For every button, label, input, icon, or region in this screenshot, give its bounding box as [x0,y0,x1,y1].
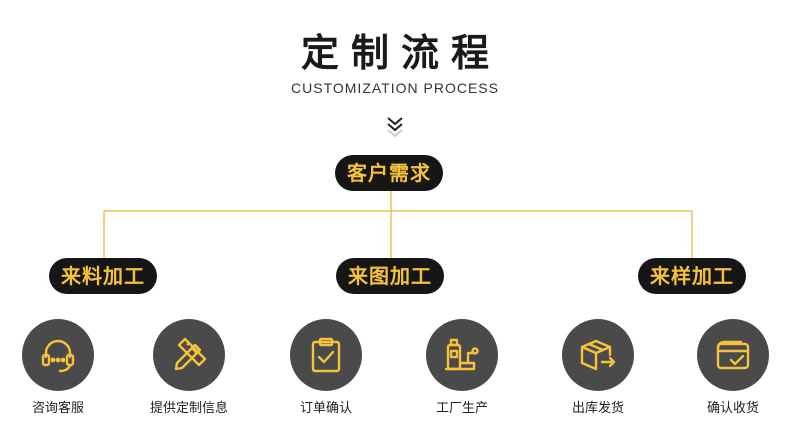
step-circle [290,319,362,391]
step-circle [22,319,94,391]
step-label: 确认收货 [706,401,759,416]
step-label: 工厂生产 [435,401,488,416]
step-circle [426,319,498,391]
step-label: 咨询客服 [31,401,84,416]
pencil-ruler-icon [174,337,207,371]
box-shipping-icon [580,339,616,371]
step-circle [562,319,634,391]
chevron-down-icon [387,117,403,138]
step-label: 出库发货 [571,401,624,416]
page-subtitle: CUSTOMIZATION PROCESS [291,80,499,96]
factory-machine-icon [444,338,479,371]
step-circle [153,319,225,391]
step-circle [697,319,769,391]
branch-node-sample: 来样加工 [638,258,746,294]
headset-icon [41,339,75,373]
root-node: 客户需求 [335,155,443,191]
wallet-check-icon [716,340,750,370]
page-title: 定制流程 [300,31,501,75]
clipboard-check-icon [311,337,341,373]
step-label: 订单确认 [299,401,352,416]
step-label: 提供定制信息 [149,401,228,416]
branch-node-drawing: 来图加工 [336,258,444,294]
branch-node-material: 来料加工 [49,258,157,294]
